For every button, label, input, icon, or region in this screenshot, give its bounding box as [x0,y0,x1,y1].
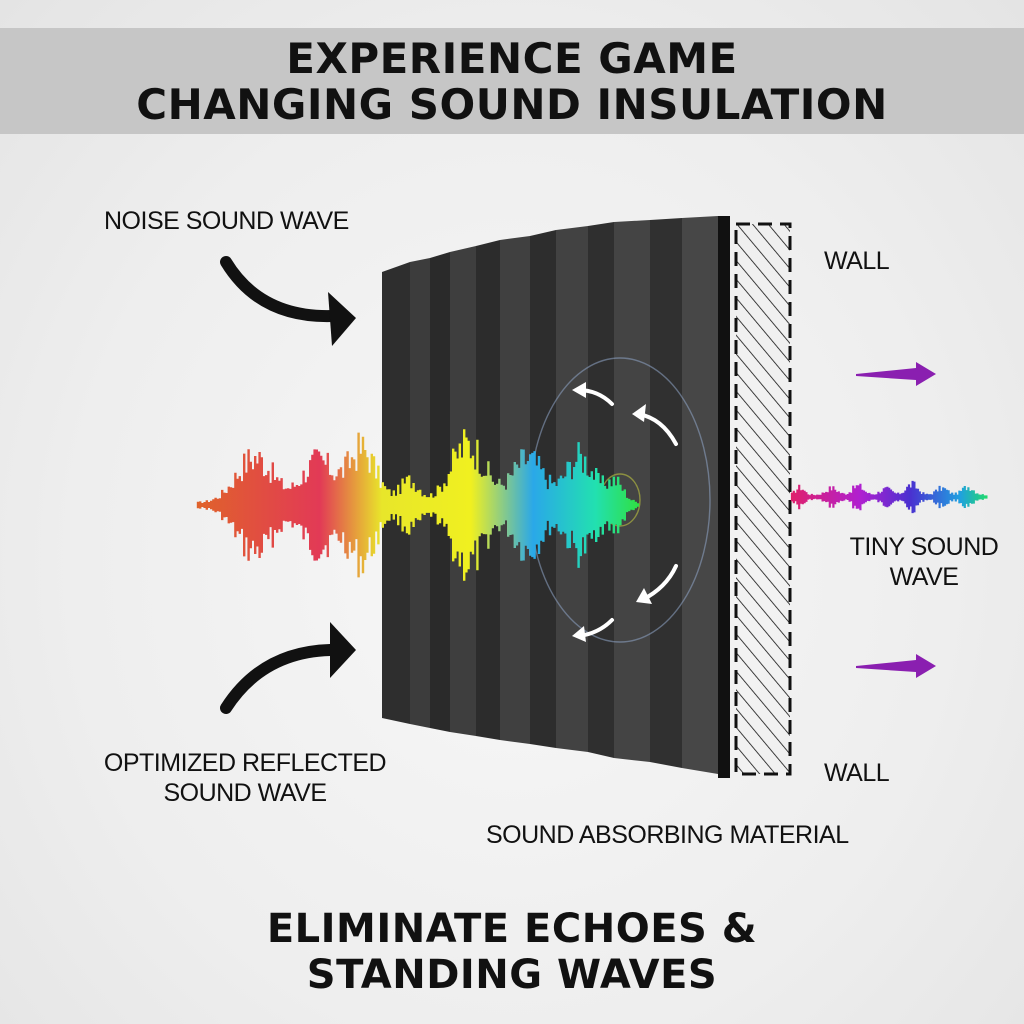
tiny-sound-wave-graphic [790,480,988,514]
noise-wave-arrow-icon [220,256,356,346]
reflection-arrowheads [572,382,652,642]
reflected-sound-wave-label-line2: SOUND WAVE [163,779,327,807]
footer-title-line2: STANDING WAVES [306,952,718,998]
purple-arrow-top-icon [856,362,936,386]
header-band [0,28,1024,134]
footer-title-line1: ELIMINATE ECHOES & [266,906,758,952]
header-title-line1: EXPERIENCE GAME [286,34,738,83]
reflected-sound-wave-label-line1: OPTIMIZED REFLECTED [103,749,387,777]
tiny-sound-wave-label-line2: WAVE [889,563,959,591]
reflected-wave-arrow-icon [220,622,356,714]
purple-arrow-bottom-icon [856,654,936,678]
footer-title: ELIMINATE ECHOES & STANDING WAVES [0,906,1024,998]
reflected-sound-wave-label: OPTIMIZED REFLECTED SOUND WAVE [90,748,400,808]
header-title-line2: CHANGING SOUND INSULATION [136,80,888,129]
noise-sound-wave-graphic [196,429,640,581]
tiny-sound-wave-label-line1: TINY SOUND [849,533,999,561]
wall-bottom-label: WALL [824,759,890,787]
tiny-sound-wave-label: TINY SOUND WAVE [834,532,1014,592]
sound-absorbing-material-label: SOUND ABSORBING MATERIAL [486,821,849,849]
header-title: EXPERIENCE GAME CHANGING SOUND INSULATIO… [0,36,1024,128]
wall-top-label: WALL [824,247,890,275]
noise-sound-wave-label: NOISE SOUND WAVE [104,207,349,235]
wall-diagram [734,222,792,776]
